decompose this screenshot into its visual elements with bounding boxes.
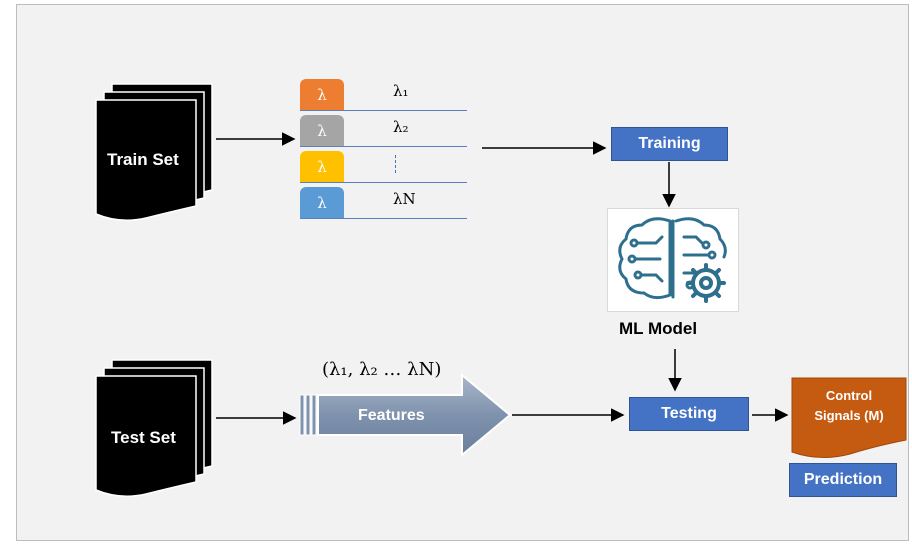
lambda-tab-3: λ — [300, 151, 344, 182]
train-set-label: Train Set — [107, 150, 179, 169]
prediction-box: Prediction — [789, 463, 897, 497]
lambda-row-2-label: λ₂ — [393, 118, 409, 136]
lambda-tab-2: λ — [300, 115, 344, 146]
control-signals-box: Control Signals (M) — [792, 386, 906, 426]
features-tuple: (λ₁, λ₂ … λN) — [322, 359, 442, 380]
training-box: Training — [611, 127, 728, 161]
train-set-document-stack — [95, 83, 213, 221]
lambda-ellipsis-vertical — [395, 155, 396, 173]
lambda-row-2-line — [300, 146, 467, 147]
control-signals-shape — [791, 377, 907, 458]
lambda-tab-4: λ — [300, 187, 344, 218]
ml-model-card — [607, 208, 739, 312]
lambda-row-1-label: λ₁ — [393, 82, 409, 100]
ml-model-label: ML Model — [619, 319, 698, 338]
control-signals-line1: Control — [825, 388, 873, 403]
lambda-row-1-line — [300, 110, 467, 111]
lambda-row-3-line — [300, 182, 467, 183]
features-arrow-shape — [299, 372, 512, 458]
lambda-row-4-label: λN — [393, 190, 416, 208]
testing-box: Testing — [629, 397, 749, 431]
test-set-label: Test Set — [111, 428, 176, 447]
test-set-document-stack — [95, 359, 213, 497]
lambda-tab-1: λ — [300, 79, 344, 110]
control-signals-line2: Signals (M) — [814, 408, 884, 423]
lambda-row-4-line — [300, 218, 467, 219]
gear — [686, 263, 726, 303]
brain-gear-icon — [618, 217, 727, 303]
features-label: Features — [358, 407, 425, 424]
